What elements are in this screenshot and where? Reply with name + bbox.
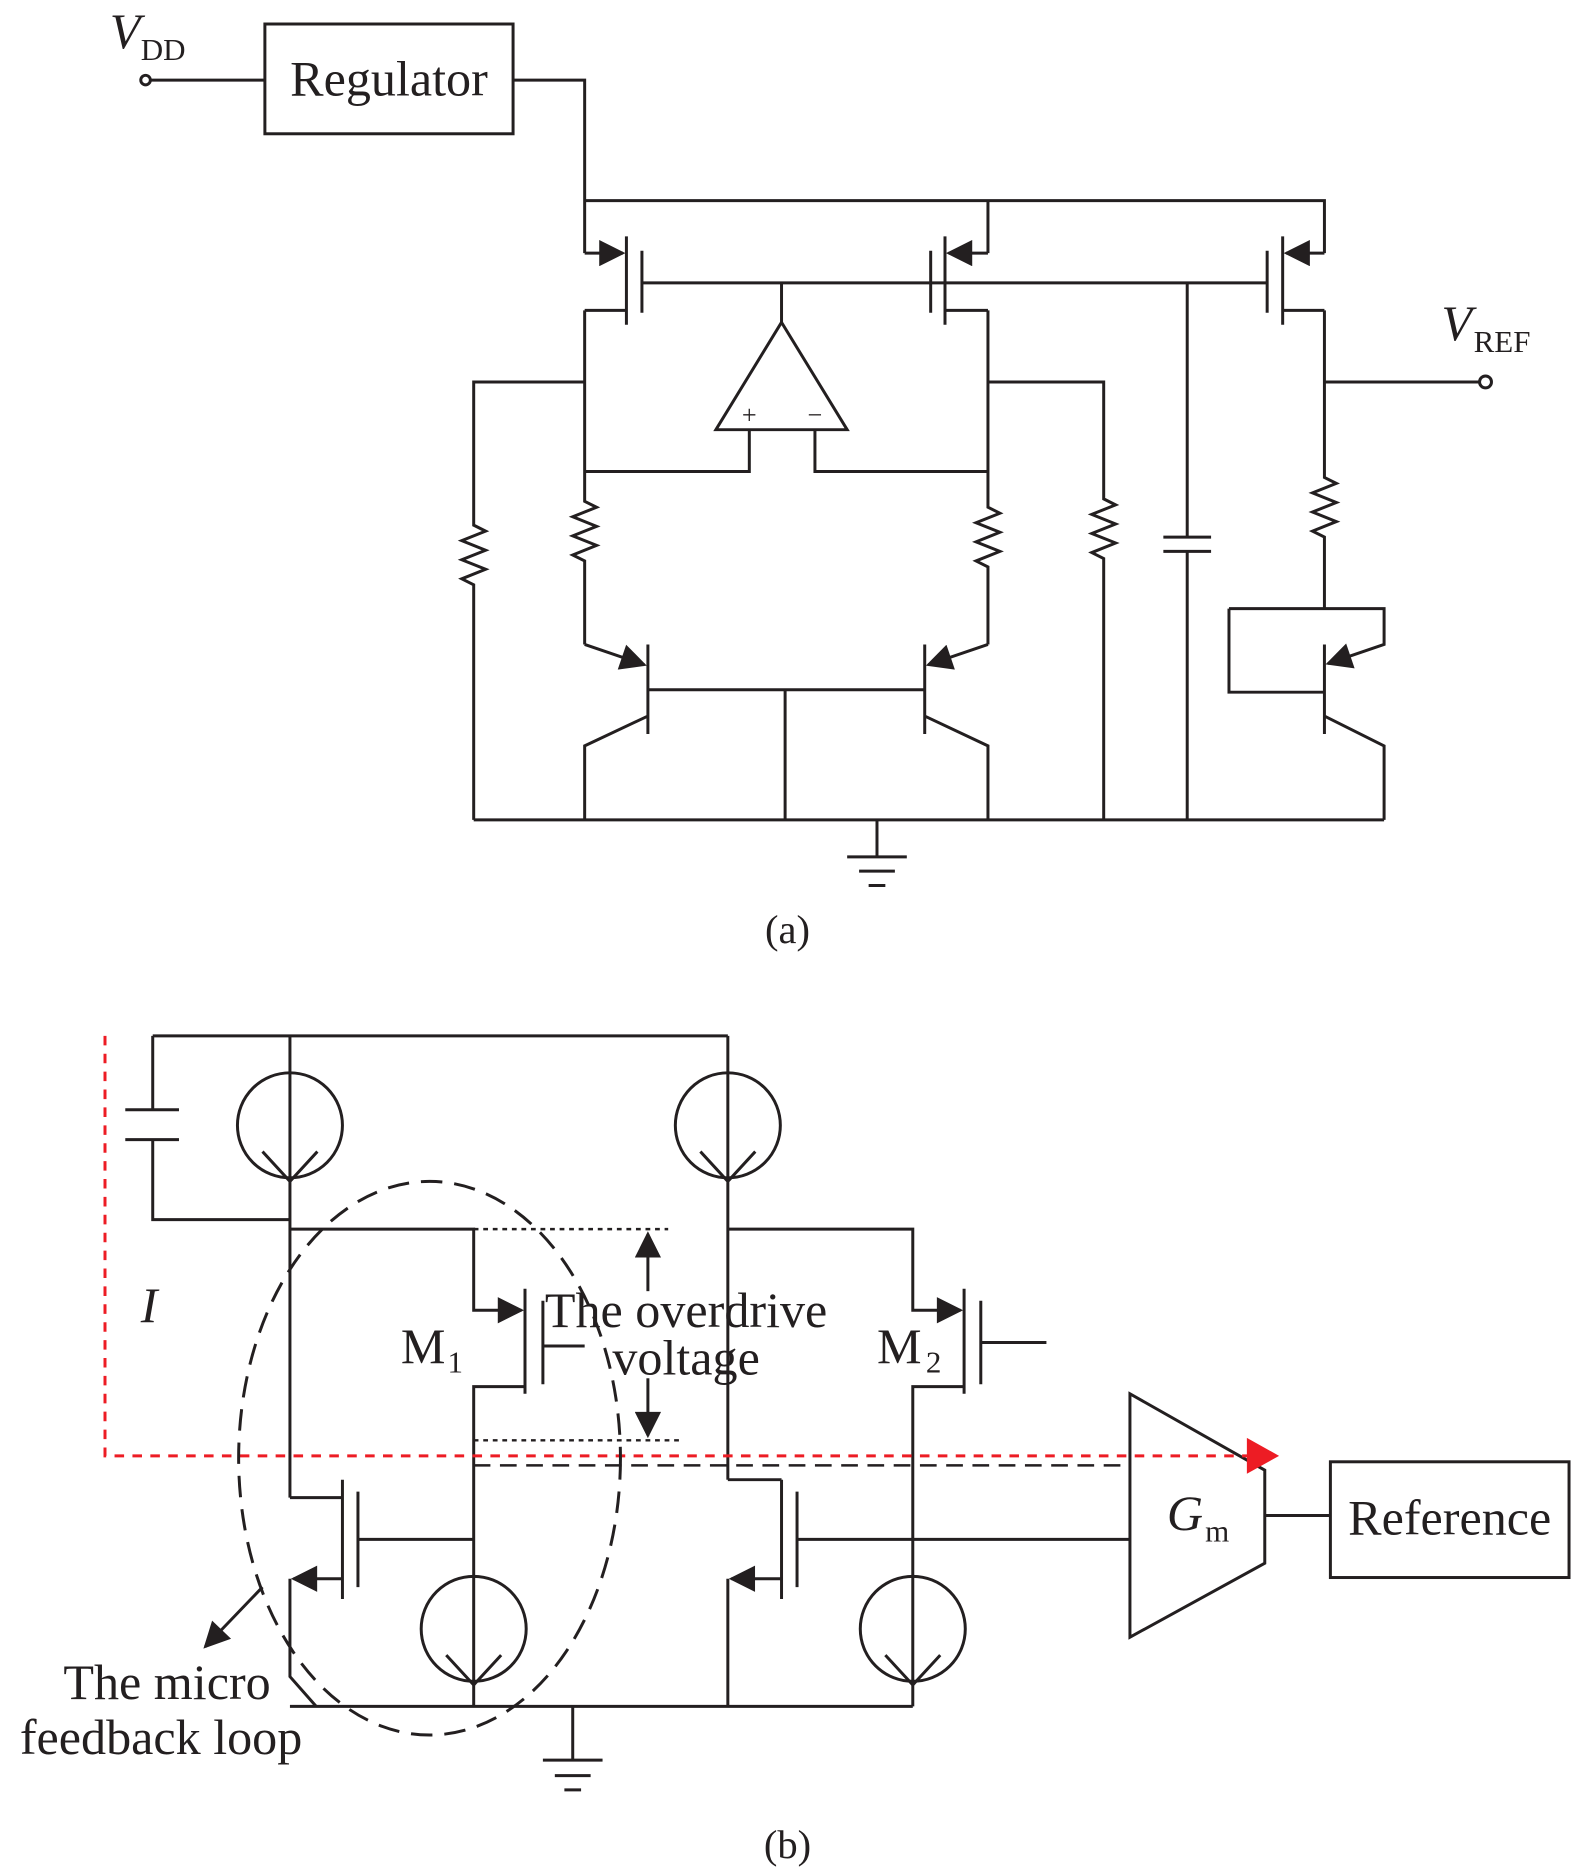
regulator-label: Regulator: [290, 51, 488, 107]
current-source-top-right: [673, 1035, 782, 1480]
feedback-loop-arrow-icon: [203, 1586, 264, 1649]
ground-b: [542, 1706, 603, 1792]
m1-sub: 1: [447, 1344, 463, 1379]
pmos-2: [929, 236, 988, 325]
vdd-label: V: [110, 3, 146, 59]
overdrive-label-1: The overdrive: [545, 1282, 827, 1338]
m2-label: M: [877, 1318, 922, 1374]
vref-label: V: [1441, 295, 1477, 351]
bjt-diode: [1227, 607, 1386, 820]
vdd-sub: DD: [141, 32, 186, 67]
opamp: [713, 319, 850, 432]
gm-label: G: [1167, 1485, 1203, 1541]
loop-label-2: feedback loop: [20, 1709, 302, 1765]
bjt-left: [583, 643, 650, 820]
signal-path: [103, 1035, 1251, 1458]
feedback-loop-ellipse: [237, 1179, 622, 1737]
opamp-plus: +: [742, 401, 757, 430]
current-label: I: [140, 1277, 160, 1333]
current-source-bottom-left: [419, 1574, 528, 1688]
reference-label: Reference: [1348, 1490, 1551, 1546]
vref-terminal: [1478, 374, 1493, 390]
capacitor-a: [1163, 282, 1212, 820]
resistor-r1: [457, 380, 585, 820]
transistor-bottom-right: [726, 1478, 1130, 1707]
vdd-terminal: [139, 73, 152, 87]
gm-sub: m: [1205, 1514, 1229, 1549]
reference-block: [1328, 1460, 1571, 1580]
gm-amplifier: [1128, 1391, 1267, 1640]
vref-sub: REF: [1474, 324, 1531, 359]
bjt-right: [923, 643, 990, 820]
resistor-r5: [1308, 310, 1341, 609]
transistor-m1: [289, 1227, 585, 1707]
pmos-1: [584, 236, 644, 325]
m1-label: M: [401, 1318, 446, 1374]
transistor-m2: [727, 1227, 1047, 1707]
figure-a: V DD Regulator + −: [110, 3, 1531, 952]
resistor-r2: [568, 310, 601, 645]
ground-a: [847, 819, 907, 887]
figure-b: M 1 M 2: [20, 1034, 1571, 1867]
pmos-3: [1265, 236, 1325, 325]
resistor-r3: [972, 310, 1004, 645]
resistor-r4: [987, 380, 1120, 820]
opamp-minus: −: [808, 401, 823, 430]
signal-path-arrow-icon: [1246, 1437, 1280, 1474]
transistor-bottom-left: [288, 1479, 474, 1708]
m2-sub: 2: [926, 1344, 942, 1379]
overdrive-label-2: voltage: [612, 1330, 759, 1386]
current-source-bottom-right: [858, 1574, 967, 1688]
loop-label-1: The micro: [63, 1654, 270, 1710]
caption-a: (a): [765, 907, 810, 952]
caption-b: (b): [764, 1822, 811, 1867]
